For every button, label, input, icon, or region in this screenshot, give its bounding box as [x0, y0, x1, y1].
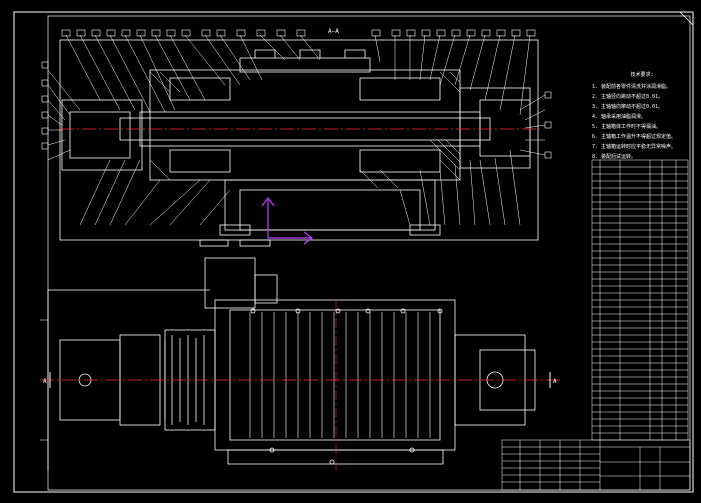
note-line: 4. 轴承采用油脂润滑。: [592, 114, 647, 120]
note-line: 8. 装配后试运转。: [592, 154, 637, 160]
section-mark-right: A: [553, 378, 557, 385]
title-block: [501, 439, 691, 491]
note-line: 3. 主轴轴向窜动不超过0.01。: [592, 104, 664, 110]
section-mark-left: A: [43, 378, 47, 385]
technical-requirements: 技术要求: 1. 装配前各零件清洗并涂润滑脂。 2. 主轴径向跳动不超过0.01…: [592, 70, 692, 162]
note-line: 6. 主轴箱工作温升不得超过规定值。: [592, 134, 677, 140]
notes-title: 技术要求:: [630, 72, 654, 78]
section-title: A—A: [328, 28, 339, 35]
note-line: 5. 主轴箱体工作时不得漏油。: [592, 124, 662, 130]
title-frame-inner: [47, 15, 691, 491]
frame-corner-mark: [679, 11, 694, 26]
part-number-tags: [41, 29, 552, 159]
external-view: [40, 239, 536, 470]
parts-list-table: [591, 159, 689, 441]
note-line: 2. 主轴径向跳动不超过0.01。: [592, 94, 664, 100]
note-line: 7. 主轴箱运转时应平稳无异常噪声。: [592, 144, 677, 150]
note-line: 1. 装配前各零件清洗并涂润滑脂。: [592, 84, 672, 90]
section-view-a: [47, 34, 546, 241]
ucs-axis-icon: [261, 197, 313, 245]
drawing-frame: [13, 11, 694, 493]
